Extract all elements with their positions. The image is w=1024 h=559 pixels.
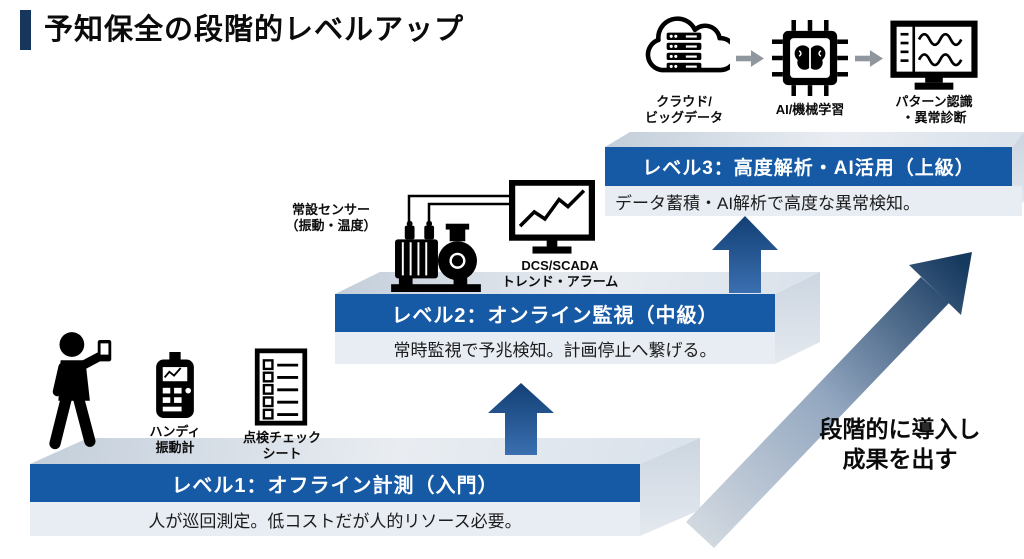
up-arrow-level1-to-level2-icon <box>488 383 554 455</box>
sensor-wires-icon <box>407 194 514 226</box>
flow-arrow-icon <box>736 50 764 67</box>
worker-icon <box>49 332 112 450</box>
checksheet-icon <box>254 348 308 426</box>
ai-chip-icon <box>772 20 848 96</box>
level1-header: レベル1：オフライン計測（入門） <box>30 464 640 502</box>
level3-top-face <box>605 132 1024 147</box>
level3-desc-label: データ蓄積・AI解析で高度な異常検知。 <box>615 193 921 213</box>
cloud-bigdata-icon <box>645 16 730 73</box>
ai-ml-label: AI/機械学習 <box>775 102 845 117</box>
dcs-label: DCS/SCADA トレンド・アラーム <box>501 258 619 289</box>
level3-header: レベル3：高度解析・AI活用（上級） <box>605 147 1012 186</box>
handy-meter-label: ハンディ 振動計 <box>149 424 201 455</box>
level1-desc: 人が巡回測定。低コストだが人的リソース必要。 <box>30 502 640 536</box>
level1-header-label: レベル1：オフライン計測（入門） <box>171 474 499 497</box>
flow-arrow-icon <box>855 50 883 67</box>
cloud-bigdata-label: クラウド/ ビッグデータ <box>644 94 723 125</box>
level1-top-face <box>30 438 700 464</box>
growth-arrow-caption: 段階的に導入し 成果を出す <box>819 416 981 472</box>
level2-header: レベル2：オンライン監視（中級） <box>335 294 775 332</box>
page-title: 予知保全の段階的レベルアップ <box>20 10 464 50</box>
pump-sensors-icon <box>391 220 481 292</box>
sensor-label: 常設センサー （振動・温度） <box>285 202 377 233</box>
level3-desc: データ蓄積・AI解析で高度な異常検知。 <box>605 186 1022 216</box>
pattern-monitor-icon <box>890 20 978 90</box>
level1-desc-label: 人が巡回測定。低コストだが人的リソース必要。 <box>148 511 522 531</box>
handy-meter-icon <box>156 352 194 418</box>
level2-header-label: レベル2：オンライン監視（中級） <box>391 304 719 327</box>
dcs-monitor-icon <box>509 180 595 254</box>
pattern-recognition-label: パターン認識 ・異常診断 <box>895 94 973 125</box>
up-arrow-level2-to-level3-icon <box>712 216 778 293</box>
level2-desc-label: 常時監視で予兆検知。計画停止へ繋げる。 <box>393 340 717 360</box>
level3-header-label: レベル3：高度解析・AI活用（上級） <box>642 158 975 179</box>
checksheet-label: 点検チェック シート <box>242 430 321 461</box>
level2-desc: 常時監視で予兆検知。計画停止へ繋げる。 <box>335 332 775 364</box>
